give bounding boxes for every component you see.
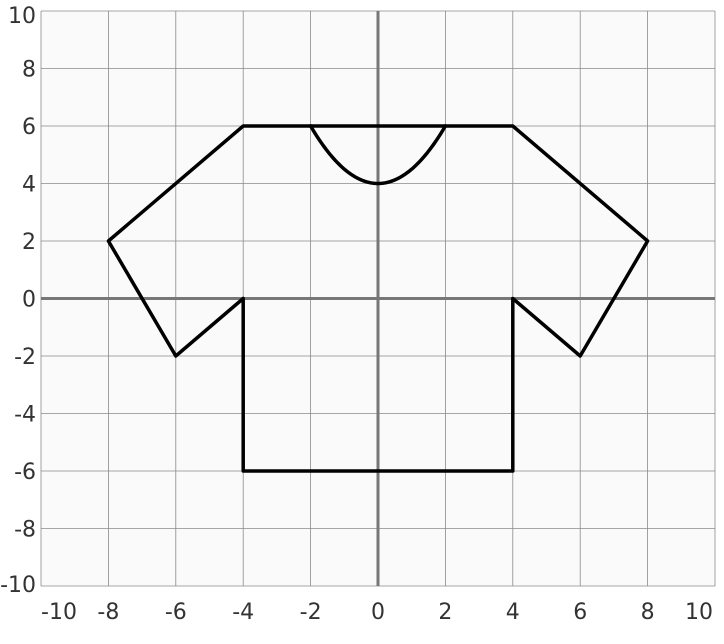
axes — [41, 11, 715, 586]
shape-parabola-2 — [308, 124, 448, 186]
x-tick-label: 2 — [438, 600, 452, 625]
y-tick-label: 0 — [22, 288, 36, 313]
x-tick-label: -10 — [41, 600, 77, 625]
x-tick-label: -8 — [97, 600, 119, 625]
y-tick-label: -10 — [0, 573, 36, 598]
x-tick-label: -4 — [232, 600, 254, 625]
y-tick-label: 6 — [22, 115, 36, 140]
y-tick-label: -8 — [14, 518, 36, 543]
y-tick-label: -6 — [14, 460, 36, 485]
x-tick-label: 0 — [371, 600, 385, 625]
x-tick-label: -6 — [165, 600, 187, 625]
y-tick-label: 10 — [8, 4, 36, 29]
x-tick-label: 6 — [573, 600, 587, 625]
x-tick-label: 8 — [641, 600, 655, 625]
y-tick-label: -4 — [14, 403, 36, 428]
y-tick-label: -2 — [14, 345, 36, 370]
x-tick-labels: -10 -8 -6 -4 -2 0 2 4 6 8 10 — [41, 600, 713, 625]
y-tick-label: 2 — [22, 230, 36, 255]
y-tick-label: 8 — [22, 58, 36, 83]
y-tick-label: 4 — [22, 173, 36, 198]
x-tick-label: 10 — [685, 600, 713, 625]
x-tick-label: -2 — [300, 600, 322, 625]
shirt-shape — [106, 124, 650, 473]
y-tick-labels: 10 8 6 4 2 0 -2 -4 -6 -8 -10 — [0, 4, 36, 598]
shape-polyline-0 — [106, 124, 650, 473]
x-tick-label: 4 — [506, 600, 520, 625]
